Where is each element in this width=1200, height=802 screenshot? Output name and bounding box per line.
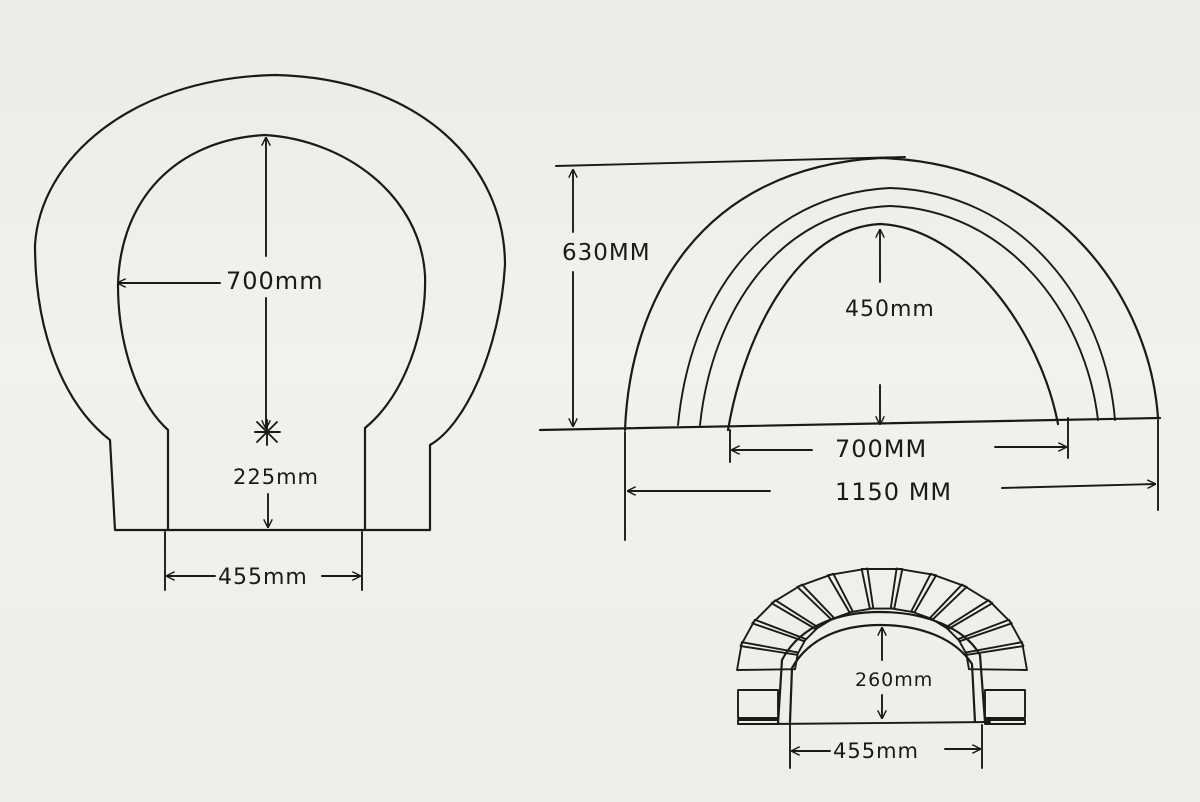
door-arch-height-label: 260mm bbox=[855, 669, 933, 691]
front-outer-outline bbox=[33, 73, 507, 532]
door-arch-outer-line bbox=[776, 610, 987, 726]
door-arch-detail: 260mm 455mm bbox=[736, 567, 1028, 769]
section-outer-height-label: 630MM bbox=[562, 240, 651, 266]
section-top-reference-line bbox=[555, 156, 906, 167]
section-outer-width-arrow-right bbox=[1001, 484, 1155, 489]
arch-brick bbox=[796, 572, 854, 621]
arch-brick bbox=[751, 599, 819, 643]
arch-brick bbox=[957, 618, 1025, 656]
arch-brick bbox=[965, 641, 1028, 671]
section-middle-arch-1 bbox=[677, 187, 1116, 426]
section-inner-arch bbox=[726, 222, 1060, 432]
side-section: 630MM 450mm 700MM 1150 MM bbox=[538, 156, 1162, 541]
door-arch-inner-opening bbox=[788, 623, 977, 724]
pier-brick bbox=[984, 689, 1026, 719]
front-center-point-star bbox=[254, 419, 281, 446]
door-arch-width-label: 455mm bbox=[833, 739, 919, 763]
section-inner-width-label: 700MM bbox=[835, 435, 927, 463]
front-inner-chamber bbox=[116, 133, 427, 532]
pier-brick bbox=[737, 689, 779, 719]
front-view: 700mm 225mm 455mm bbox=[33, 73, 507, 591]
section-outer-width-label: 1150 MM bbox=[835, 478, 952, 506]
section-ground-line bbox=[538, 416, 1162, 432]
arch-brick bbox=[739, 618, 807, 656]
front-door-width-label: 455mm bbox=[218, 565, 308, 590]
section-middle-arch-2 bbox=[699, 205, 1099, 426]
front-door-height-label: 225mm bbox=[233, 465, 319, 489]
arch-brick bbox=[910, 572, 968, 621]
door-arch-base-line bbox=[769, 721, 991, 725]
pier-brick bbox=[984, 719, 1026, 725]
front-inner-width-label: 700mm bbox=[226, 267, 324, 295]
section-inner-height-label: 450mm bbox=[845, 297, 935, 322]
arch-brick bbox=[945, 599, 1013, 643]
